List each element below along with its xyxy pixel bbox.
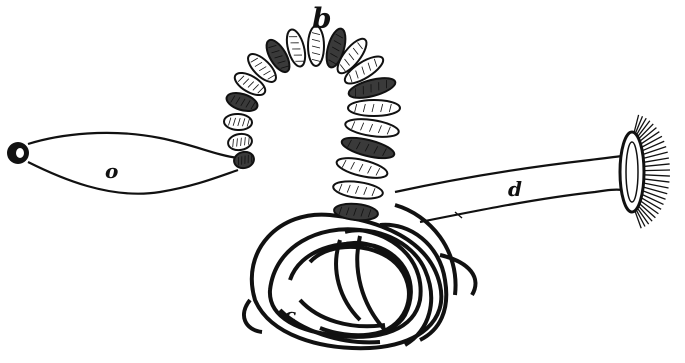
label-c: c xyxy=(284,303,296,327)
part-o xyxy=(7,133,238,194)
tube-segment xyxy=(233,150,256,170)
tube-segment xyxy=(227,132,253,152)
label-d: d xyxy=(508,177,522,201)
tube-segment xyxy=(344,116,400,140)
fringed-disc xyxy=(620,115,670,228)
label-b: b xyxy=(312,2,332,35)
part-b-segmented-tube xyxy=(224,26,400,222)
part-o-outline xyxy=(28,133,238,194)
label-o: o xyxy=(105,159,118,183)
part-c-coil xyxy=(244,205,475,348)
